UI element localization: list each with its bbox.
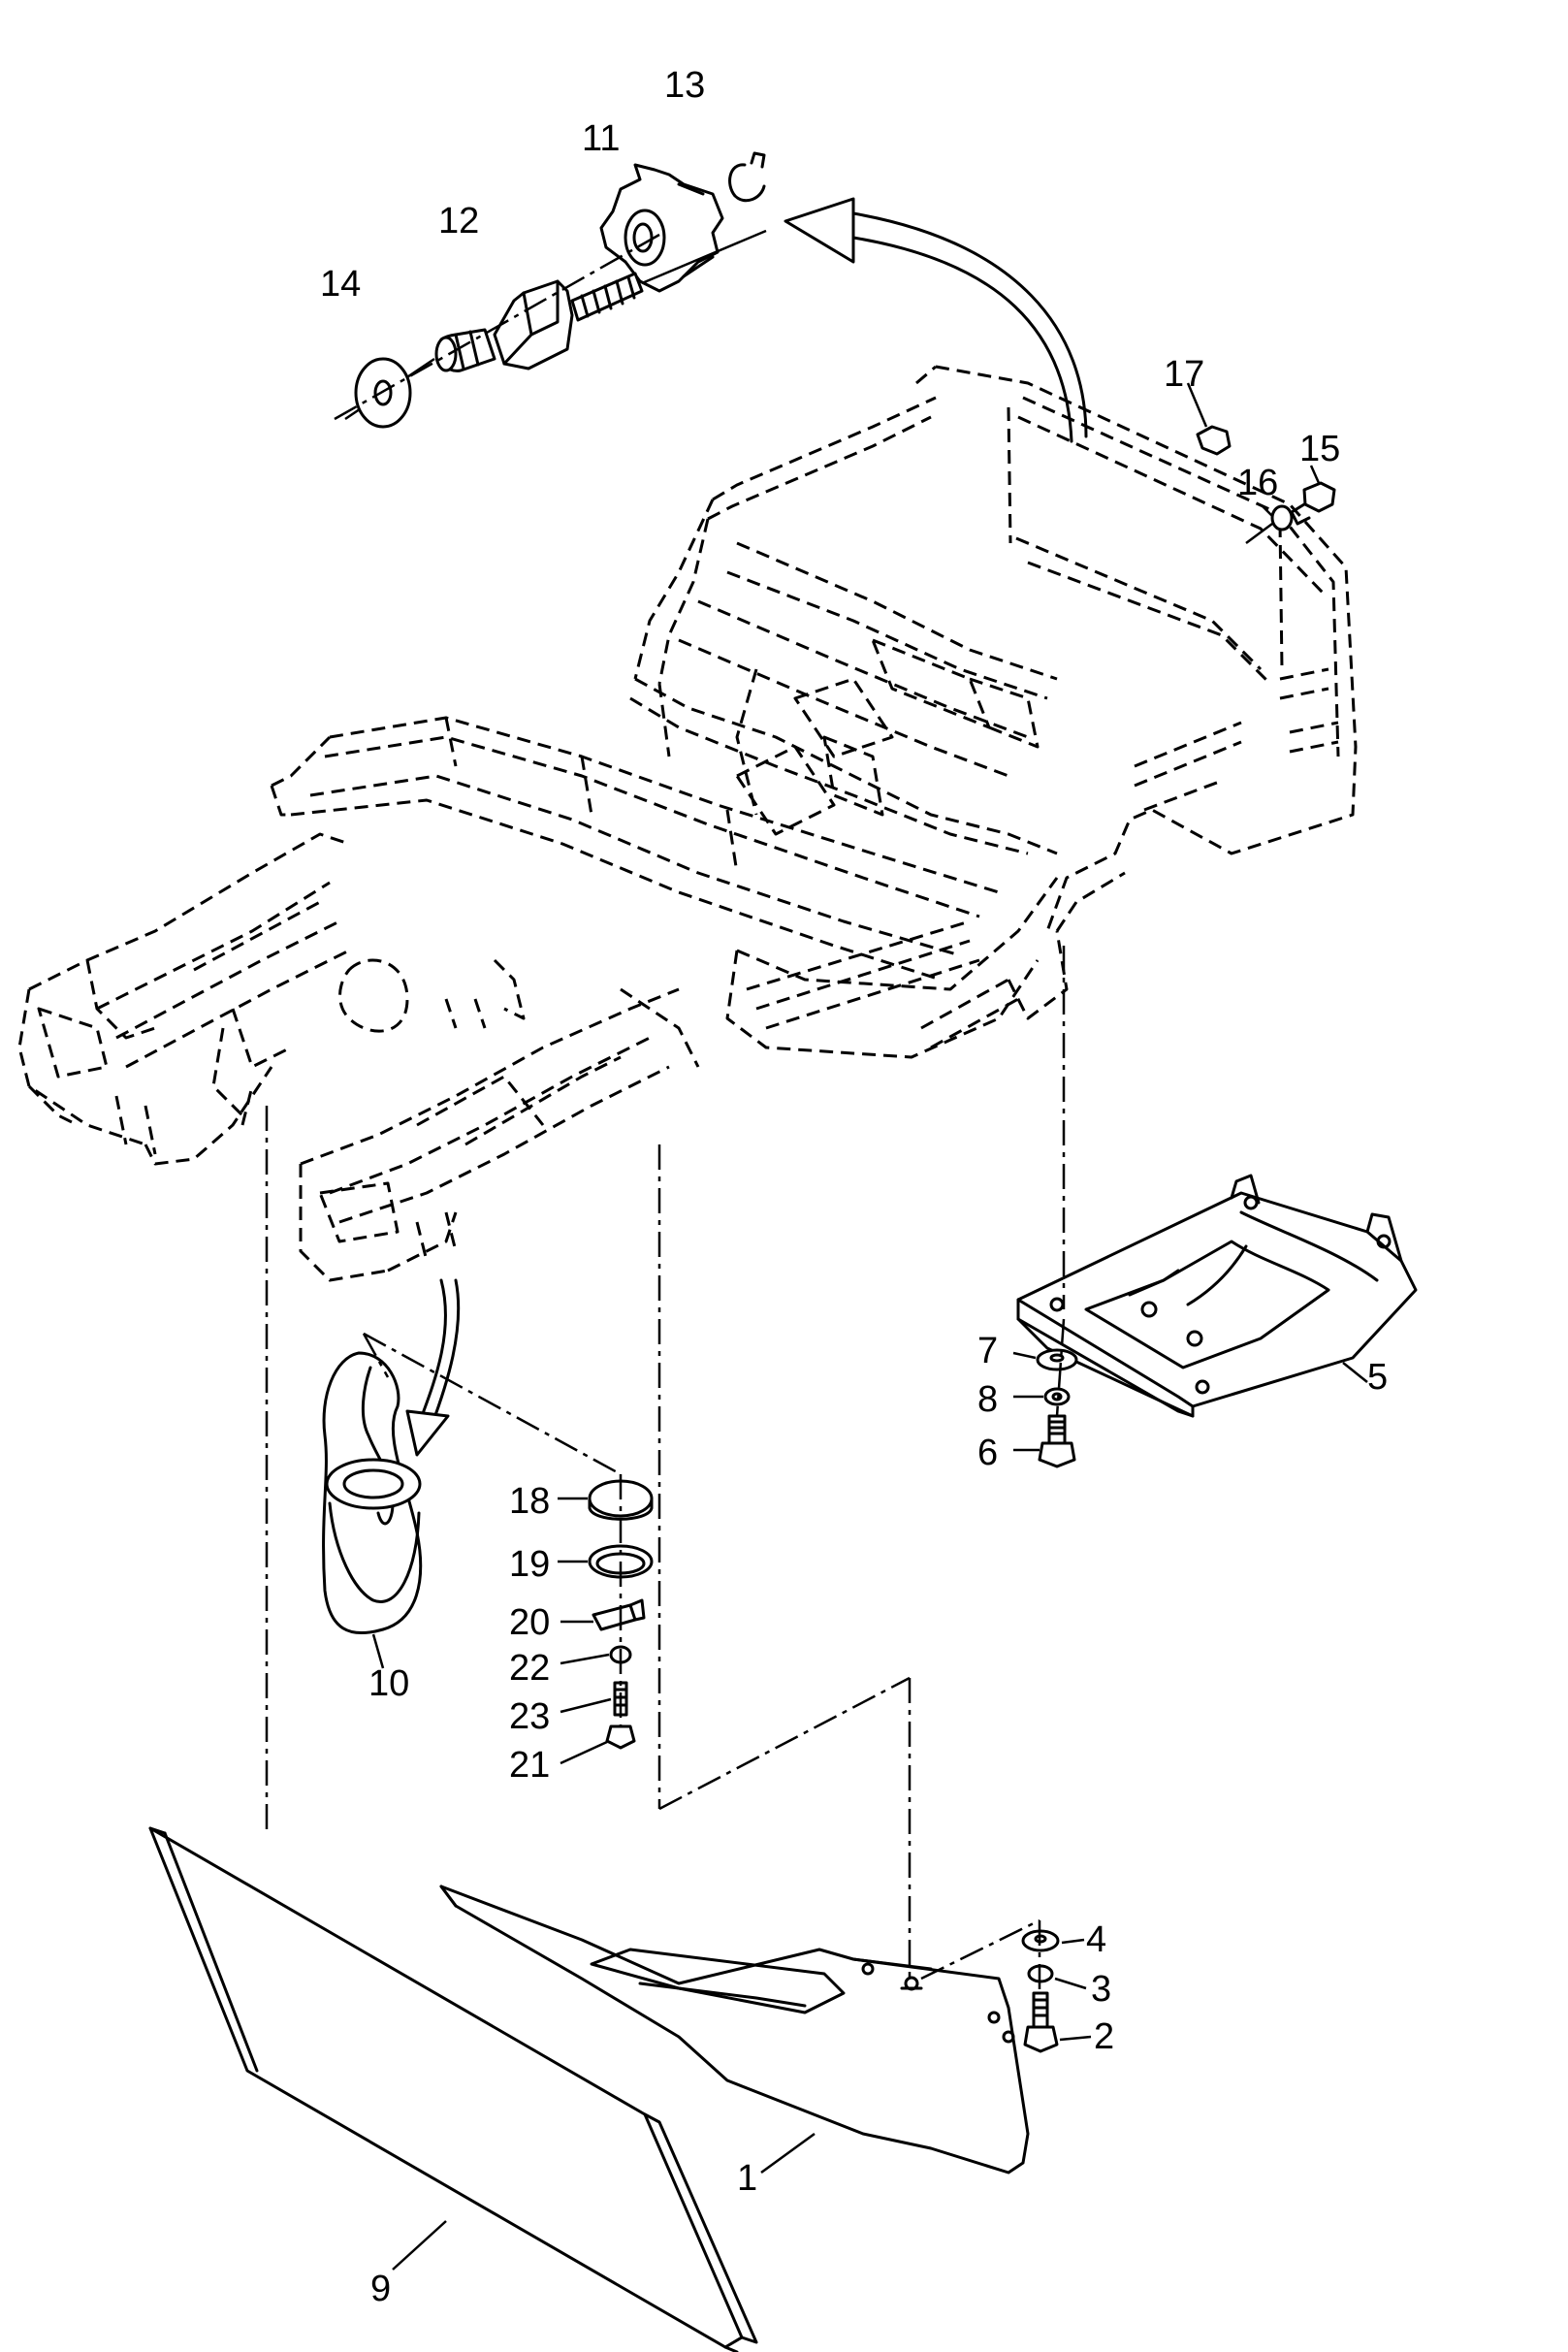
- part-23-screw: [560, 1681, 628, 1717]
- part-17-nut: [1186, 382, 1232, 456]
- assembly-arrow-upper: [784, 197, 1088, 443]
- callout-4: 4: [1086, 1919, 1106, 1960]
- callout-17: 17: [1164, 354, 1204, 395]
- callout-9: 9: [370, 2269, 391, 2309]
- part-13-circlip: [728, 151, 766, 203]
- callout-labels: 13 11 12 14 17 15 16 7 8 6 5 18 19 20 22…: [320, 65, 1388, 2309]
- part-20-clip: [560, 1598, 646, 1631]
- part-21-nut: [560, 1724, 636, 1765]
- callout-20: 20: [509, 1602, 550, 1643]
- callout-5: 5: [1367, 1357, 1388, 1398]
- alignment-lines: [265, 233, 1066, 1993]
- part-19-ring: [558, 1544, 654, 1579]
- part-15-bolt: [1290, 465, 1336, 526]
- callout-19: 19: [509, 1544, 550, 1585]
- callout-6: 6: [977, 1433, 998, 1473]
- callout-14: 14: [320, 264, 361, 305]
- assembly-arrow-lower: [405, 1278, 461, 1457]
- callout-11: 11: [582, 118, 620, 159]
- callout-18: 18: [509, 1481, 550, 1522]
- callout-8: 8: [977, 1379, 998, 1420]
- part-18-cap: [558, 1479, 654, 1521]
- part-9-side-panel: [148, 1826, 758, 2352]
- part-1-guard-plate: [439, 1885, 1030, 2175]
- part-8-lock-washer: [1013, 1387, 1071, 1406]
- part-3-lock-washer: [1027, 1964, 1087, 1990]
- callout-22: 22: [509, 1648, 550, 1689]
- callout-1: 1: [737, 2158, 757, 2199]
- callout-16: 16: [1237, 463, 1278, 503]
- callout-7: 7: [977, 1331, 998, 1371]
- callout-21: 21: [509, 1745, 550, 1786]
- part-10-rubber-boot: [322, 1351, 423, 1669]
- callout-13: 13: [664, 65, 705, 106]
- callout-10: 10: [368, 1663, 409, 1704]
- part-16-washer: [1245, 504, 1294, 545]
- callout-12: 12: [438, 201, 479, 242]
- callout-15: 15: [1299, 429, 1340, 469]
- part-5-cover-plate: [1016, 1174, 1418, 1418]
- callout-23: 23: [509, 1696, 550, 1737]
- callout-3: 3: [1091, 1969, 1111, 2010]
- part-11-star-knob: [599, 163, 724, 293]
- callout-2: 2: [1094, 2016, 1114, 2057]
- part-4-washer: [1021, 1929, 1085, 1952]
- tractor-frame: [17, 365, 1358, 1282]
- part-7-washer: [1012, 1348, 1078, 1371]
- part-2-bolt: [1023, 1991, 1092, 2053]
- part-6-bolt: [1013, 1414, 1076, 1468]
